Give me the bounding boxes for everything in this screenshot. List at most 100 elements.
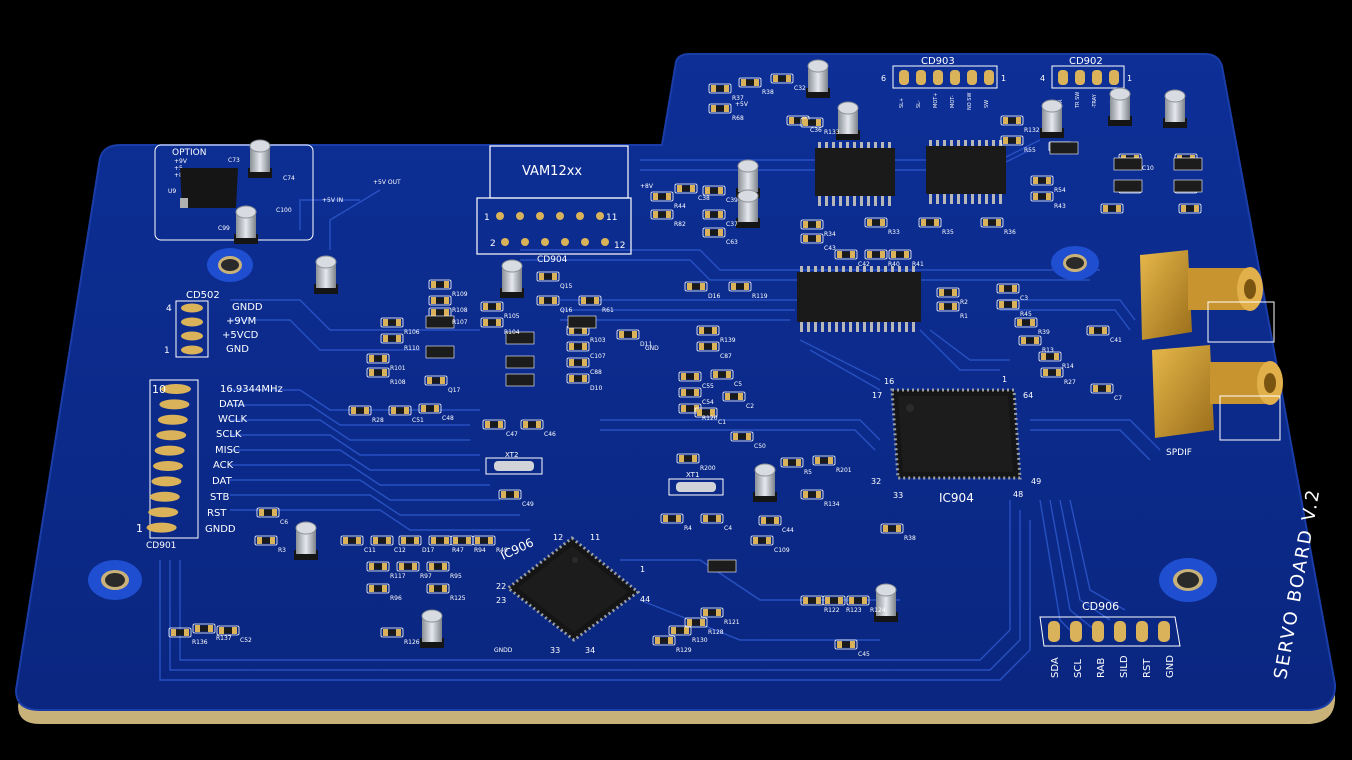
- ic-pin: [863, 322, 866, 332]
- ic-pin: [828, 266, 831, 272]
- cd502-pin-last: 1: [164, 346, 170, 356]
- cd502-signal: GNDD: [232, 302, 263, 313]
- ic-pin: [898, 266, 901, 272]
- ic-pin: [800, 322, 803, 332]
- smd-passive: [728, 281, 752, 292]
- electrolytic-capacitors: [234, 59, 1187, 648]
- smd-passive: [1018, 335, 1042, 346]
- smd-passive: [480, 317, 504, 328]
- board-surface: [14, 53, 1337, 711]
- ic904-pin: 64: [1023, 391, 1033, 400]
- soic-chip: [926, 140, 1006, 204]
- ic-pin: [943, 140, 946, 146]
- ic-pin: [950, 194, 953, 204]
- ic-pin: [905, 266, 908, 272]
- ref-designator: C42: [858, 261, 870, 268]
- smd-passive: [650, 191, 674, 202]
- electrolytic-cap: [874, 583, 898, 622]
- smd-passive: [846, 595, 870, 606]
- ic-pin: [832, 196, 835, 206]
- ref-designator: R41: [912, 261, 924, 268]
- mounting-holes: [88, 246, 1217, 602]
- vam-header-pins: [496, 212, 609, 246]
- smd-passive: [256, 507, 280, 518]
- cd901-signal: STB: [210, 492, 229, 503]
- ic906-pin: 33: [550, 646, 560, 655]
- ref-designator: R126: [404, 639, 420, 646]
- ref-designator: R201: [836, 467, 852, 474]
- smd-passive: [566, 357, 590, 368]
- ic-pin: [999, 194, 1002, 204]
- smd-passive: [700, 513, 724, 524]
- ref-designator: R97: [420, 573, 432, 580]
- ref-designator: R94: [474, 547, 486, 554]
- smd-passive: [1086, 325, 1110, 336]
- cd901-pin-last: 1: [136, 522, 143, 535]
- smd-passive: [880, 523, 904, 534]
- smd-passive: [676, 453, 700, 464]
- electrolytic-cap: [500, 259, 524, 298]
- smd-passive: [366, 561, 390, 572]
- smd-passive: [722, 391, 746, 402]
- ic-pin: [807, 266, 810, 272]
- cd901-signal: DATA: [219, 399, 245, 410]
- ic-pin: [835, 266, 838, 272]
- vam-label: VAM12xx: [522, 164, 582, 179]
- ic-pin: [950, 140, 953, 146]
- smd-passive: [800, 489, 824, 500]
- ic904-pin: 32: [871, 477, 881, 486]
- semiconductor: [1173, 179, 1203, 193]
- smd-passive: [616, 329, 640, 340]
- cd901-label: CD901: [146, 541, 176, 551]
- ref-designator: D10: [590, 385, 602, 392]
- ic-pin: [929, 140, 932, 146]
- semiconductor: [1173, 157, 1203, 171]
- smd-passive: [418, 403, 442, 414]
- vam-pin-1: 1: [484, 213, 490, 223]
- ic-pin: [846, 142, 849, 148]
- smd-passive: [340, 535, 364, 546]
- electrolytic-cap: [836, 101, 860, 140]
- ref-designator: R129: [676, 647, 692, 654]
- ref-designator: R119: [752, 293, 768, 300]
- ref-designator: R49: [496, 547, 508, 554]
- smd-passive: [398, 535, 422, 546]
- smd-passive: [396, 561, 420, 572]
- ref-designator: R110: [404, 345, 420, 352]
- smd-passive: [536, 295, 560, 306]
- ic-pin: [905, 322, 908, 332]
- crystal-xt2: XT2: [485, 451, 543, 475]
- electrolytic-cap: [294, 521, 318, 560]
- ref-designator: R39: [1038, 329, 1050, 336]
- cd904-label: CD904: [537, 255, 568, 265]
- ic-pin: [957, 194, 960, 204]
- smd-passive: [192, 623, 216, 634]
- smd-passive: [702, 227, 726, 238]
- ref-designator: R105: [504, 313, 520, 320]
- ic-pin: [842, 322, 845, 332]
- ref-designator: R36: [1004, 229, 1016, 236]
- smd-passive: [700, 607, 724, 618]
- ic-pin: [999, 140, 1002, 146]
- cd903-signal: MOT-: [950, 95, 956, 108]
- electrolytic-cap: [248, 139, 272, 178]
- ref-designator: C38: [698, 195, 710, 202]
- ic904: IC904 16 1 17 64 32 33 48 49: [871, 375, 1041, 505]
- c73-label: C73: [228, 157, 240, 164]
- ic-pin: [891, 322, 894, 332]
- ref-designator: R134: [824, 501, 840, 508]
- smd-passive: [730, 431, 754, 442]
- cd901-pad: [148, 507, 179, 518]
- option-line: +9V: [174, 158, 188, 165]
- ref-designator: D16: [708, 293, 720, 300]
- ic-pin: [825, 196, 828, 206]
- ic-pin: [992, 140, 995, 146]
- cd902-pin-first: 4: [1040, 74, 1045, 83]
- smd-passive: [520, 419, 544, 430]
- smd-passive: [888, 249, 912, 260]
- cd901-signal: MISC: [215, 445, 240, 456]
- ic-pin: [853, 142, 856, 148]
- ic-pin: [842, 266, 845, 272]
- ic-pin: [856, 322, 859, 332]
